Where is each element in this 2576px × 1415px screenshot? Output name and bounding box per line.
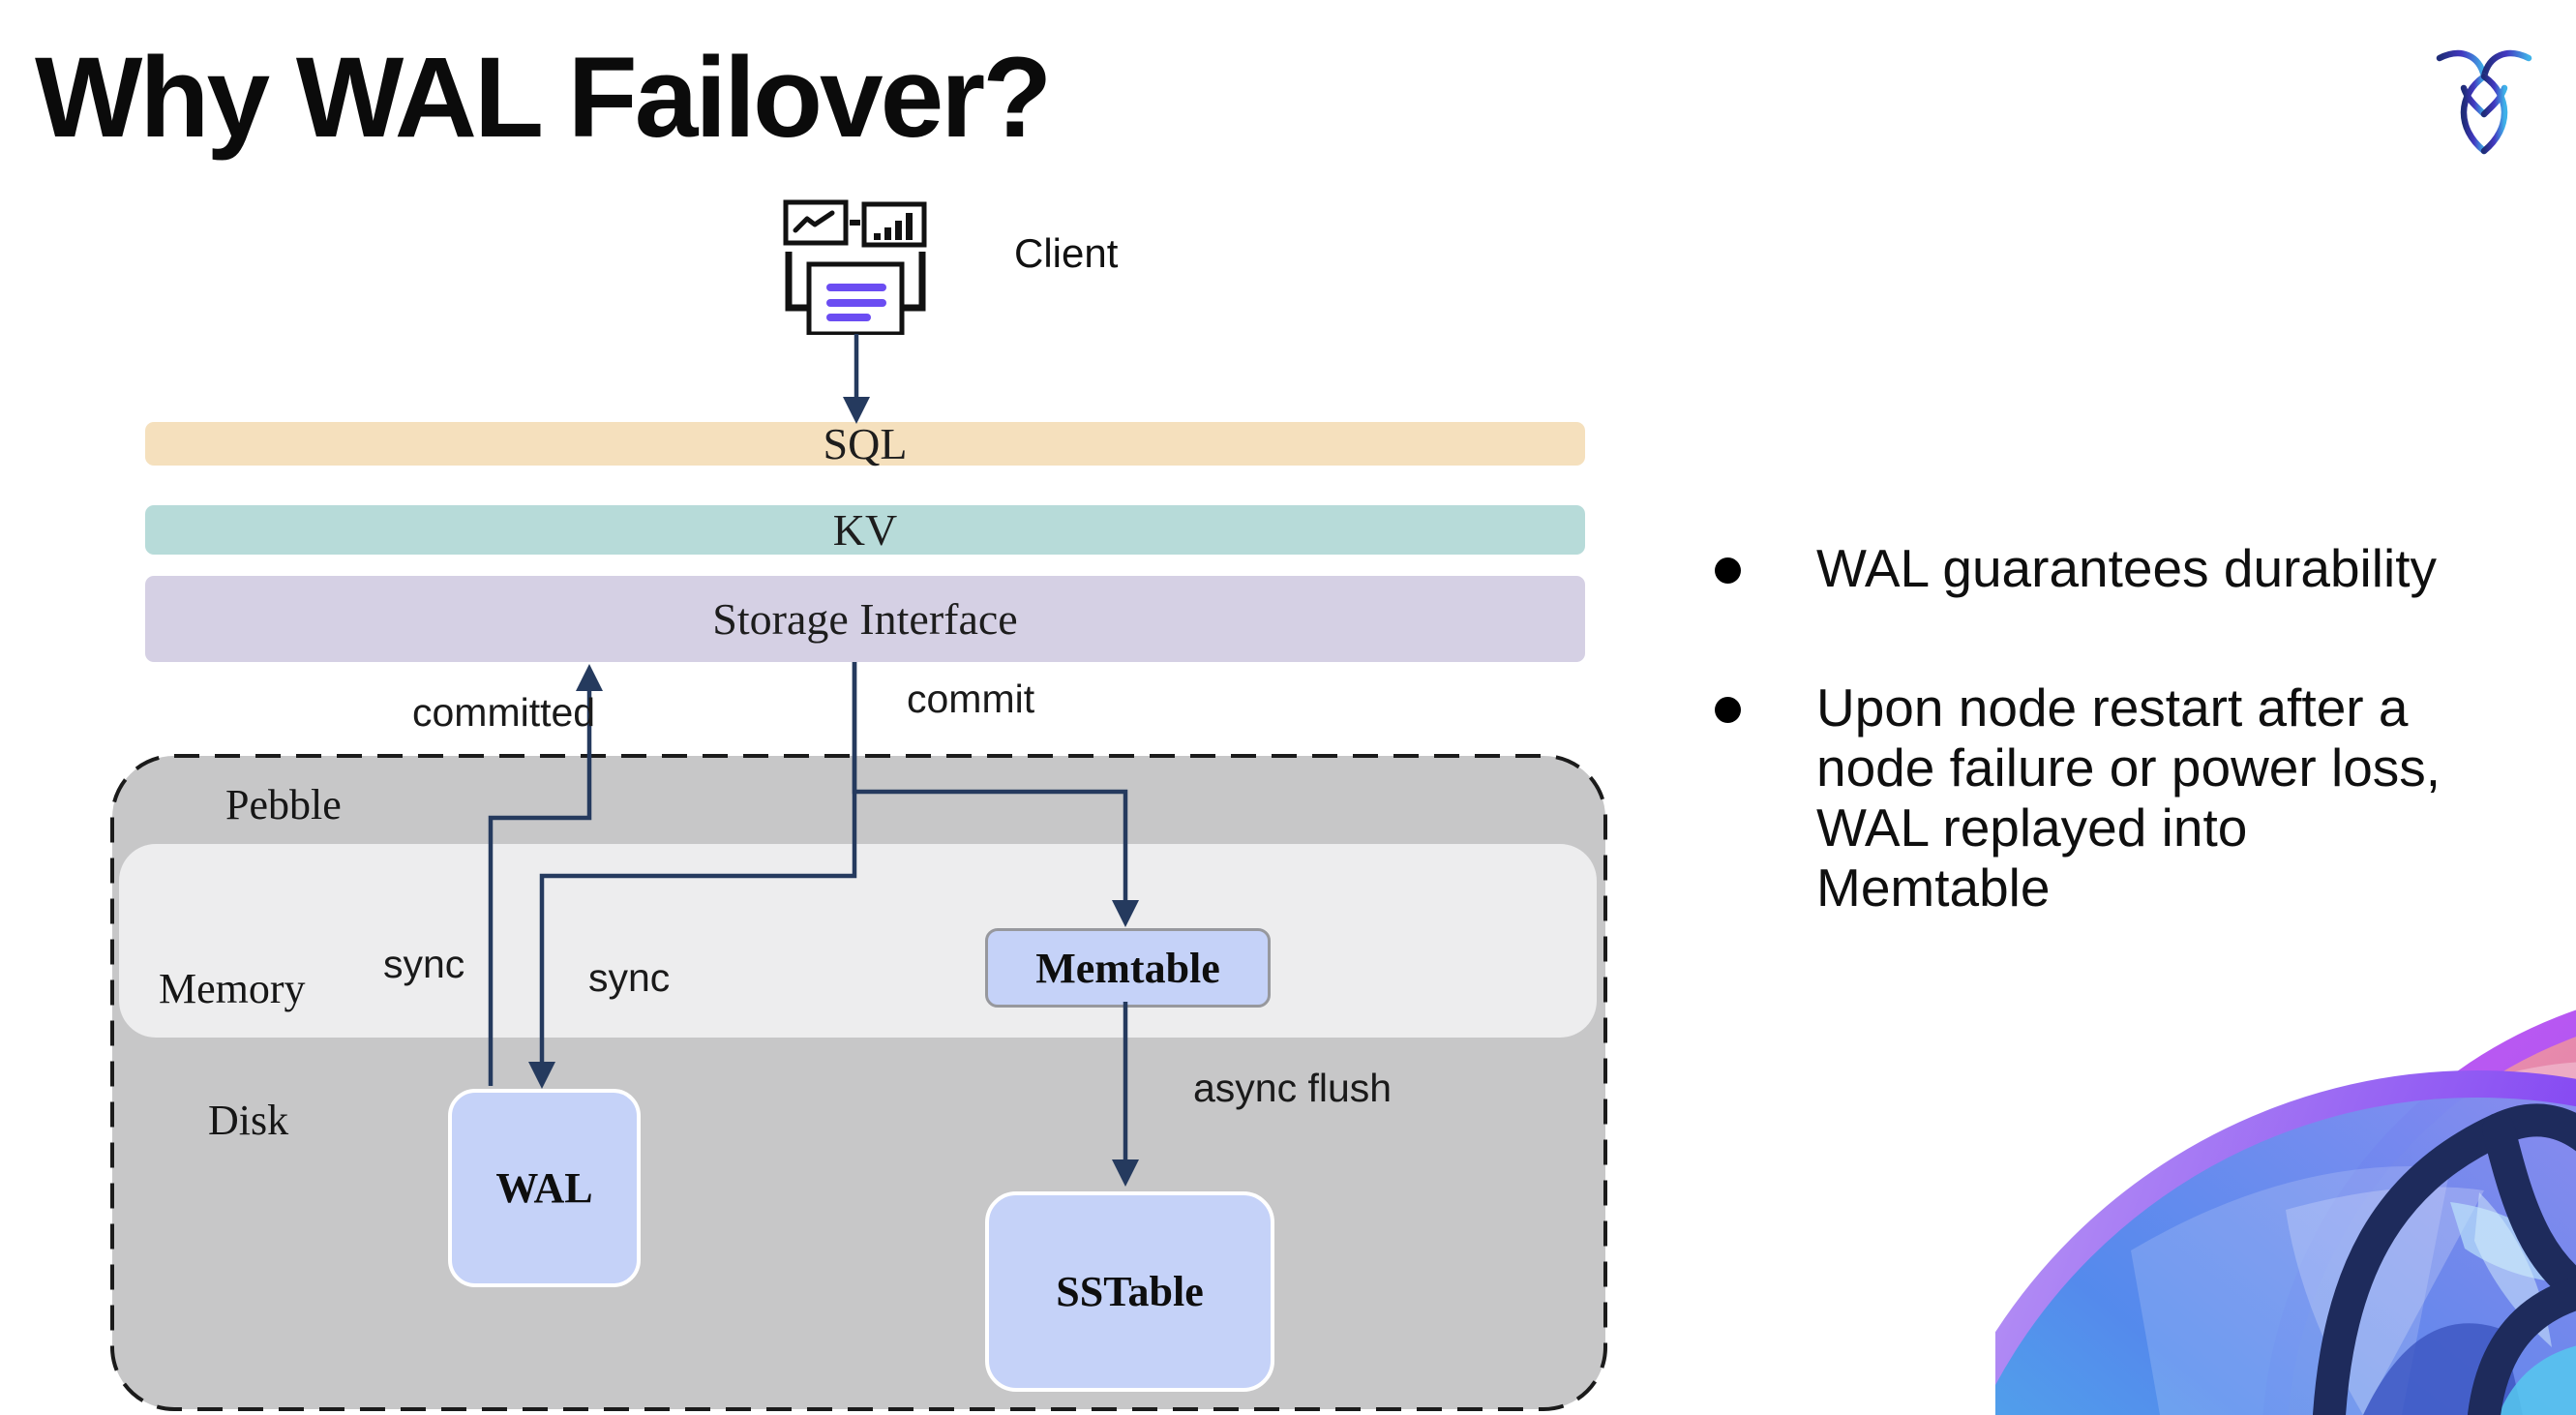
- layer-sql: SQL: [145, 419, 1585, 468]
- bullet-list: WAL guarantees durability Upon node rest…: [1715, 538, 2489, 918]
- bullet-dot: [1715, 557, 1741, 584]
- memory-label: Memory: [159, 965, 306, 1012]
- memory-band: [119, 844, 1597, 1038]
- dash-connector: [850, 220, 860, 226]
- sync-right-label: sync: [588, 955, 671, 1000]
- cockroachdb-logo-icon: [2436, 49, 2532, 155]
- bullet-dot: [1715, 697, 1741, 723]
- layer-storage-interface: Storage Interface: [145, 576, 1585, 662]
- bullet-text: Upon node restart after a node failure o…: [1816, 677, 2441, 918]
- sstable-label: SSTable: [1056, 1268, 1204, 1315]
- page-title: Why WAL Failover?: [35, 34, 1052, 162]
- bullet-item: WAL guarantees durability: [1715, 538, 2489, 598]
- client-label: Client: [1014, 230, 1119, 276]
- pebble-label: Pebble: [225, 781, 342, 828]
- roach-motif: [2313, 1103, 2576, 1415]
- document-icon: [785, 252, 926, 335]
- arrowhead-storage: [576, 664, 603, 691]
- layer-kv: KV: [145, 505, 1585, 555]
- monitor-chart-icon: [783, 199, 849, 246]
- memtable-label: Memtable: [1035, 944, 1220, 992]
- layer-sql-label: SQL: [823, 419, 908, 468]
- sstable-node: SSTable: [985, 1191, 1274, 1392]
- memtable-node: Memtable: [985, 928, 1271, 1008]
- disk-label: Disk: [208, 1097, 289, 1144]
- brand-artwork: [1995, 1009, 2576, 1415]
- bullet-text: WAL guarantees durability: [1816, 538, 2437, 598]
- commit-label: commit: [907, 677, 1035, 721]
- bar-chart-icon: [861, 201, 927, 248]
- bullet-item: Upon node restart after a node failure o…: [1715, 677, 2489, 918]
- wal-node: WAL: [448, 1089, 641, 1287]
- wal-label: WAL: [495, 1164, 593, 1212]
- sync-left-label: sync: [383, 942, 465, 986]
- async-flush-label: async flush: [1193, 1066, 1393, 1110]
- blue-rim: [1995, 1070, 2576, 1386]
- layer-storage-label: Storage Interface: [712, 594, 1018, 644]
- layer-kv-label: KV: [832, 505, 898, 555]
- client-icon: [783, 199, 927, 335]
- committed-label: committed: [412, 690, 596, 735]
